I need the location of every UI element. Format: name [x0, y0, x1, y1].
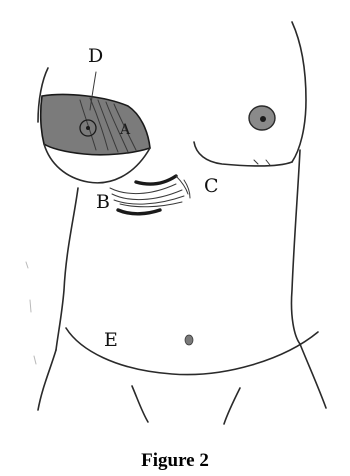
right-torso-side: [291, 150, 300, 344]
label-d: D: [88, 45, 103, 67]
right-nipple: [260, 116, 266, 122]
scan-marks: [26, 262, 36, 364]
label-a: A: [119, 122, 131, 138]
umbilicus: [185, 335, 193, 345]
label-e: E: [104, 329, 118, 351]
figure-caption: Figure 2: [141, 450, 209, 471]
right-hip-line: [300, 344, 326, 408]
lower-heavy-arc: [118, 210, 160, 214]
right-breast-outer-line: [194, 142, 292, 166]
label-b: B: [96, 191, 110, 213]
right-breast: [249, 106, 275, 165]
left-torso-side: [56, 188, 78, 350]
left-hip-line: [38, 350, 56, 410]
label-c: C: [204, 175, 219, 197]
torso-outline: [38, 22, 326, 410]
fold-markings: [110, 176, 190, 214]
right-shoulder-line: [292, 22, 306, 162]
right-groin-line: [224, 388, 240, 424]
upper-heavy-arc: [136, 176, 176, 184]
left-groin-line: [132, 386, 148, 422]
groin-lines: [132, 386, 240, 424]
flap-region-a: [41, 94, 150, 182]
